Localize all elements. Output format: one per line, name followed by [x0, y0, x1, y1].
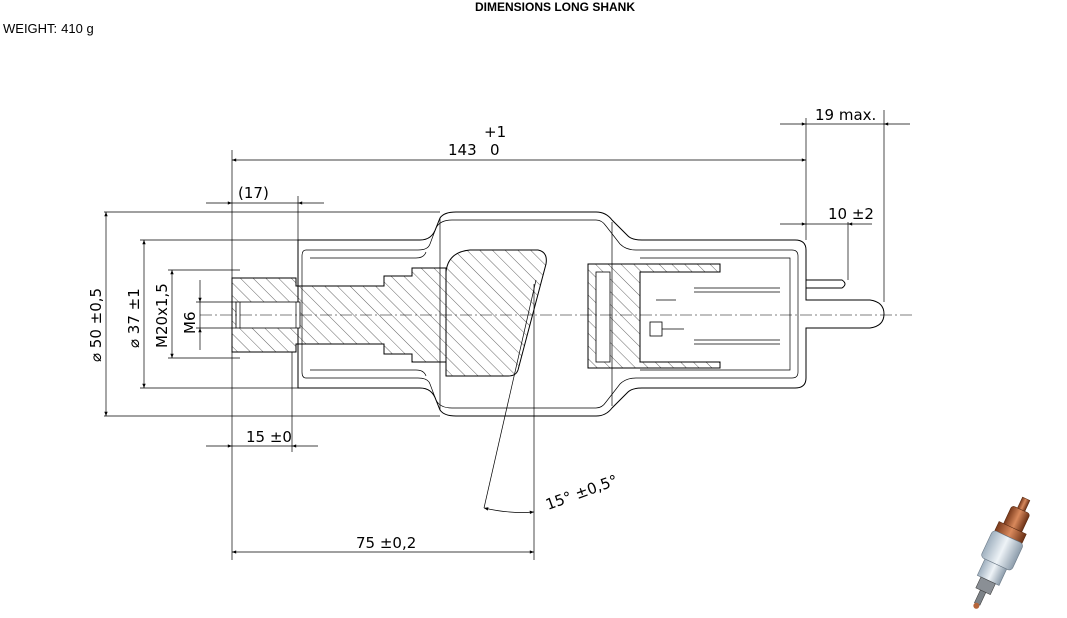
dim-17-ref: (17) — [238, 184, 269, 202]
dim-143-tol-upper: +1 — [484, 123, 506, 141]
hatched-sections — [231, 249, 780, 377]
dim-10: 10 ±2 — [828, 205, 874, 223]
dim-143: 143 — [448, 141, 477, 159]
weight-label: WEIGHT: — [3, 21, 58, 36]
page-title: DIMENSIONS LONG SHANK — [474, 0, 635, 14]
dim-angle: 15° ±0,5° — [543, 471, 620, 514]
dim-19-max: 19 max. — [815, 106, 876, 124]
dim-dia-37: ⌀ 37 ±1 — [125, 288, 143, 348]
dim-143-tol-lower: 0 — [490, 141, 500, 159]
dim-75: 75 ±0,2 — [356, 534, 416, 552]
tube-product-icon — [973, 496, 1031, 609]
weight-value: 410 g — [61, 21, 94, 36]
dim-m6: M6 — [181, 312, 199, 335]
extension-lines — [104, 110, 885, 560]
dim-15: 15 ±0 — [246, 428, 292, 446]
dim-m20: M20x1,5 — [153, 283, 171, 348]
weight-info: WEIGHT:410 g — [3, 21, 98, 36]
dimension-lines — [104, 122, 910, 554]
dim-dia-50: ⌀ 50 ±0,5 — [87, 288, 105, 362]
